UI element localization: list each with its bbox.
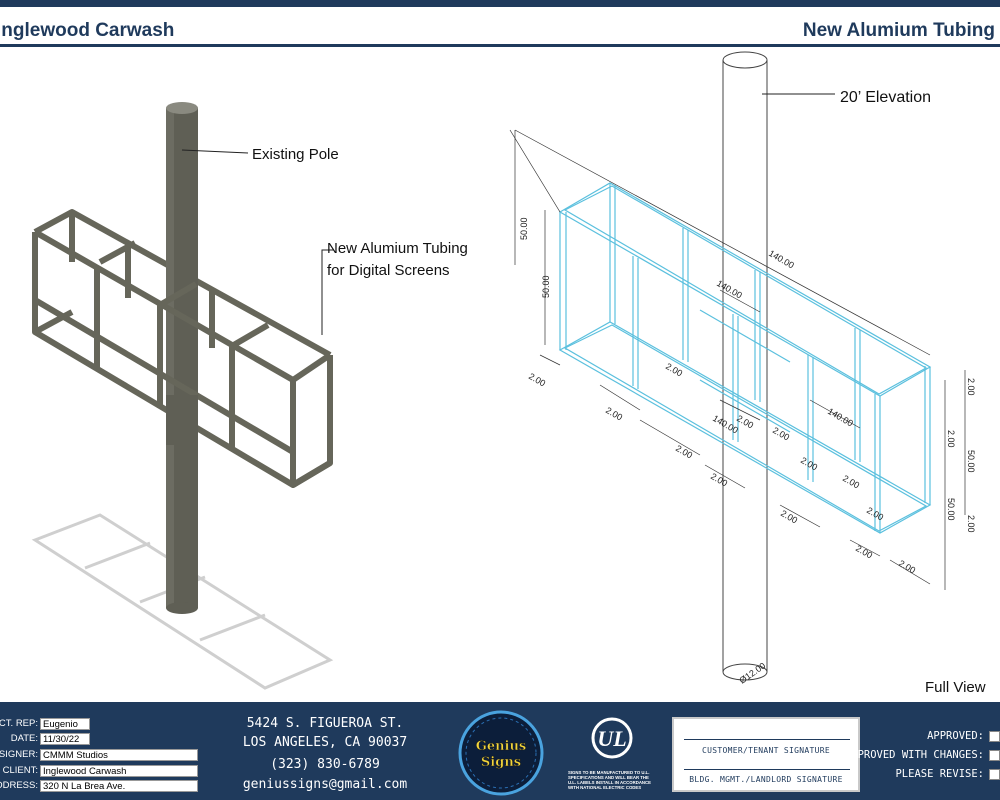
- dim-2-r2: 2.00: [946, 430, 956, 448]
- pole-wireframe: [722, 51, 768, 681]
- company-phone: (323) 830-6789: [270, 757, 380, 772]
- top-accent-bar: [0, 0, 1000, 7]
- info-row-acct-rep: ACCT. REP: Eugenio: [0, 718, 1000, 731]
- dim-2-r1: 2.00: [966, 378, 976, 396]
- company-city: LOS ANGELES, CA 90037: [242, 735, 408, 750]
- info-row-client: CLIENT: Inglewood Carwash: [0, 765, 1000, 778]
- dim-2-r3: 2.00: [966, 515, 976, 533]
- dim-140-right: 140.00: [826, 406, 855, 428]
- info-label: DESIGNER:: [0, 749, 38, 760]
- leader-existing-pole: [181, 149, 249, 154]
- info-value: Inglewood Carwash: [40, 765, 198, 777]
- existing-pole-render: [166, 102, 198, 614]
- dim-50-a: 50.00: [519, 217, 529, 240]
- dim-2-5: 2.00: [709, 471, 729, 488]
- pole-front-segment: [166, 395, 198, 445]
- customer-signature-label: CUSTOMER/TENANT SIGNATURE: [702, 746, 830, 755]
- dimension-lines: [509, 129, 966, 590]
- dim-2-3: 2.00: [664, 361, 684, 378]
- info-row-date: DATE: 11/30/22: [0, 733, 1000, 746]
- label-elevation: 20’ Elevation: [840, 89, 931, 106]
- project-title: Inglewood Carwash: [0, 20, 175, 41]
- dim-2-11: 2.00: [854, 543, 874, 560]
- please-revise-checkbox[interactable]: [989, 769, 1000, 780]
- dim-50-b: 50.00: [541, 275, 551, 298]
- label-existing-pole: Existing Pole: [252, 146, 339, 163]
- info-value: 320 N La Brea Ave.: [40, 780, 198, 792]
- sheet-title: New Alumium Tubing: [802, 20, 995, 41]
- header-divider: [0, 44, 1000, 47]
- signature-box: CUSTOMER/TENANT SIGNATURE BLDG. MGMT./LA…: [672, 717, 860, 792]
- genius-signs-logo: Genius Signs: [458, 710, 544, 796]
- dim-140-low: 140.00: [711, 413, 740, 435]
- approved-checkbox[interactable]: [989, 731, 1000, 742]
- info-label: ADDRESS:: [0, 780, 38, 791]
- dim-2-7: 2.00: [771, 425, 791, 442]
- dim-2-8: 2.00: [799, 455, 819, 472]
- leader-tubing: [321, 249, 334, 335]
- approved-with-changes-checkbox[interactable]: [989, 750, 1000, 761]
- please-revise-label: PLEASE REVISE:: [895, 768, 984, 780]
- dim-2-10: 2.00: [841, 473, 861, 490]
- approved-with-changes-label: APPROVED WITH CHANGES:: [844, 749, 984, 761]
- tubing-wireframe: [558, 182, 932, 534]
- svg-text:Signs: Signs: [481, 755, 521, 770]
- svg-text:UL: UL: [597, 726, 626, 751]
- ul-listed-mark: UL: [591, 717, 633, 759]
- label-tubing-line2: for Digital Screens: [327, 262, 450, 279]
- info-value: 11/30/22: [40, 733, 90, 745]
- landlord-signature-label: BLDG. MGMT./LANDLORD SIGNATURE: [689, 775, 843, 784]
- label-tubing-line1: New Alumium Tubing: [327, 240, 468, 257]
- info-value: CMMM Studios: [40, 749, 198, 761]
- dim-2-1: 2.00: [527, 371, 547, 388]
- title-header: Inglewood Carwash New Alumium Tubing: [0, 7, 1000, 43]
- dim-2-9: 2.00: [779, 508, 799, 525]
- info-label: CLIENT:: [2, 765, 38, 776]
- dim-2-4: 2.00: [674, 443, 694, 460]
- info-row-designer: DESIGNER: CMMM Studios: [0, 749, 1000, 762]
- approved-label: APPROVED:: [927, 730, 984, 742]
- dim-2-12: 2.00: [897, 558, 917, 575]
- dim-50-r2: 50.00: [946, 498, 956, 521]
- dim-140-mid: 140.00: [715, 278, 744, 300]
- ul-notice: SIGNS TO BE MANUFACTURED TO U.L. SPECIFI…: [568, 770, 651, 790]
- info-label: DATE:: [10, 733, 38, 744]
- info-label: ACCT. REP:: [0, 718, 38, 729]
- info-value: Eugenio: [40, 718, 90, 730]
- info-row-address: ADDRESS: 320 N La Brea Ave.: [0, 780, 1000, 793]
- dim-2-2: 2.00: [604, 405, 624, 422]
- label-full-view: Full View: [925, 679, 986, 696]
- dim-50-r1: 50.00: [966, 450, 976, 473]
- company-street: 5424 S. FIGUEROA ST.: [246, 716, 404, 731]
- company-email: geniussigns@gmail.com: [242, 777, 408, 792]
- svg-text:Genius: Genius: [476, 739, 527, 754]
- landlord-signature-line[interactable]: [684, 769, 850, 770]
- dim-140-top: 140.00: [767, 248, 796, 270]
- customer-signature-line[interactable]: [684, 739, 850, 740]
- frame-3d-front: [32, 229, 333, 488]
- dimension-labels: 50.00 50.00 140.00 140.00 140.00 140.00 …: [519, 217, 976, 685]
- drawing-canvas: Existing Pole New Alumium Tubing for Dig…: [31, 51, 986, 696]
